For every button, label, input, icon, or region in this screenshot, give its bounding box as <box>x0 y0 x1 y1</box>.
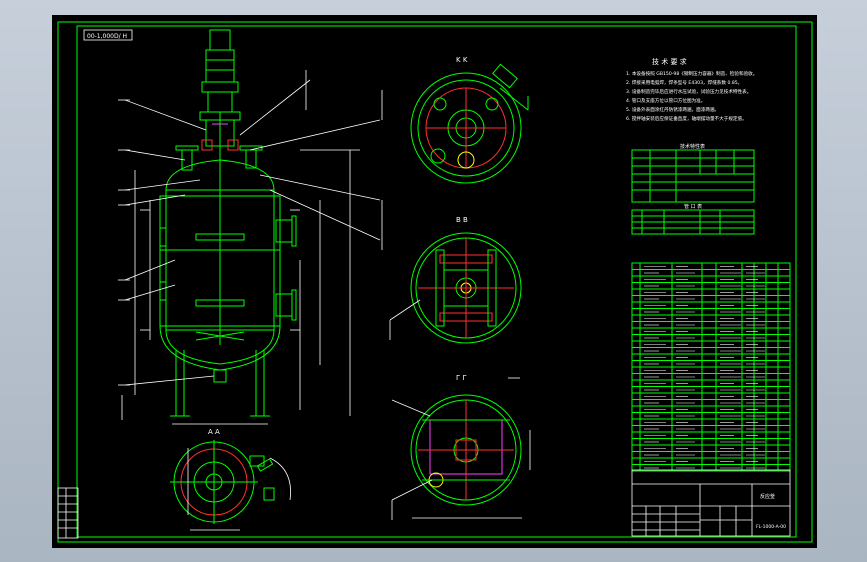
view-kk: K K <box>410 56 529 184</box>
title-box-text: 00-1,000D/ H <box>87 33 127 40</box>
gearbox <box>201 81 239 93</box>
revision-block <box>57 487 79 539</box>
lower-head <box>165 329 275 365</box>
note-line: 1. 本设备按照 GB150-98《钢制压力容器》制造、检验和验收。 <box>626 70 757 77</box>
title-block: 反应釜 FL-1000-A-00 <box>631 469 791 537</box>
view-aa-label: A A <box>208 428 220 436</box>
view-kk-label: K K <box>456 56 468 64</box>
motor-fan <box>209 29 231 51</box>
view-cc-label: Г Г <box>456 374 467 382</box>
note-line: 3. 设备制造完毕后应进行水压试验，试验压力见技术特性表。 <box>626 88 751 95</box>
spec-title: 技术特性表 <box>680 143 705 150</box>
technical-notes: 技 术 要 求 1. 本设备按照 GB150-98《钢制压力容器》制造、检验和验… <box>626 57 757 122</box>
title-block-name: 反应釜 <box>760 493 775 500</box>
motor <box>205 49 235 83</box>
nozzle-table: 管 口 表 <box>631 203 755 235</box>
view-cc: Г Г <box>391 374 531 520</box>
note-line: 6. 搅拌轴安装后应保证垂直度，轴端摆动量不大于规定值。 <box>626 115 747 122</box>
note-line: 5. 设备外表面涂红丹防锈漆两遍，面漆两遍。 <box>626 106 719 113</box>
title-block-code: FL-1000-A-00 <box>756 524 786 530</box>
parts-list <box>631 262 791 472</box>
inner-border <box>76 25 797 538</box>
note-line: 2. 焊接采用电弧焊，焊条型号 E4303，焊缝系数 0.85。 <box>626 79 742 86</box>
notes-title: 技 术 要 求 <box>652 57 687 66</box>
nozzle-title: 管 口 表 <box>684 203 702 210</box>
view-bb: B B <box>389 216 522 344</box>
outer-border <box>57 21 813 543</box>
note-line: 4. 管口及支座方位以管口方位图为准。 <box>626 97 705 104</box>
impeller-lower <box>195 299 245 307</box>
view-aa: A A <box>170 428 291 531</box>
vessel-front-view <box>118 29 383 425</box>
impeller-upper <box>195 233 245 241</box>
view-bb-label: B B <box>456 216 468 224</box>
spec-table: 技术特性表 <box>631 143 755 203</box>
title-box: 00-1,000D/ H <box>83 29 133 41</box>
